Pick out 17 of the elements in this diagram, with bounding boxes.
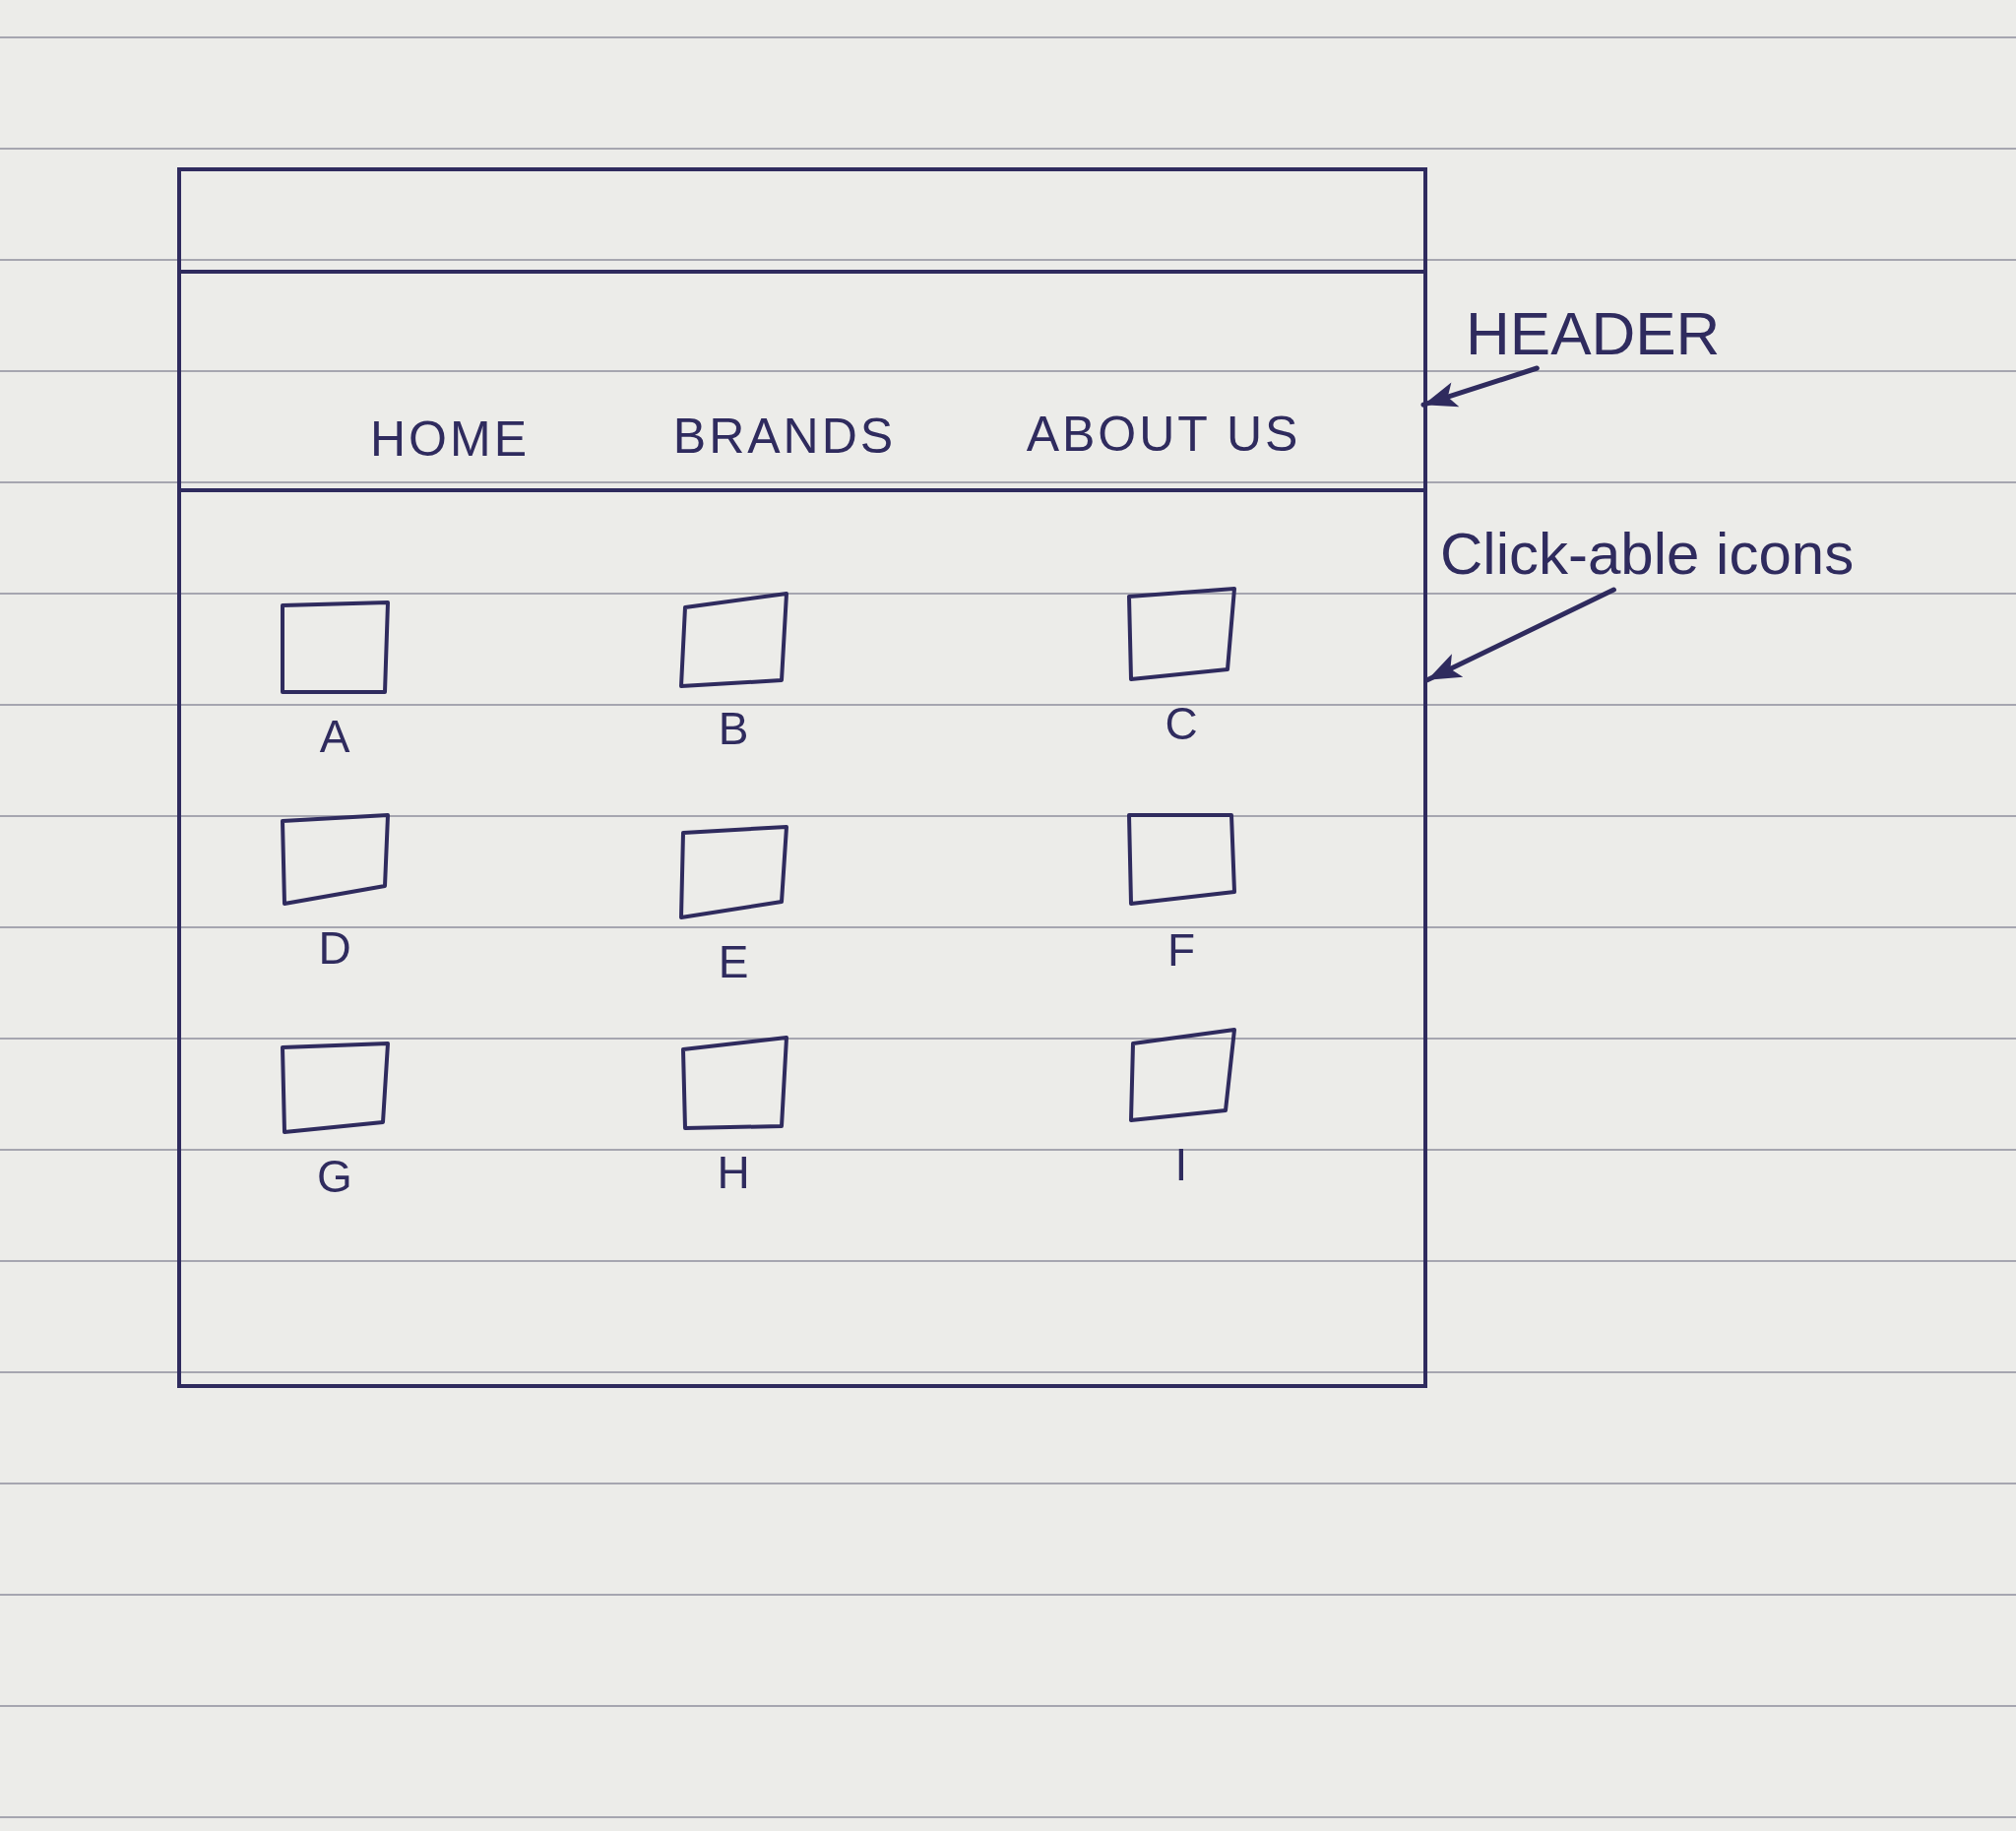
nav-link: HOME (370, 414, 530, 464)
arrow (1420, 365, 1540, 408)
nav-link: ABOUT US (1026, 410, 1301, 459)
icon-label: B (718, 706, 749, 751)
icon-label: H (717, 1150, 750, 1195)
nav-link: BRANDS (672, 411, 897, 461)
arrow (1424, 587, 1616, 683)
annotation-text: Click-able icons (1440, 525, 1855, 584)
annotation-text: HEADER (1466, 303, 1721, 364)
icon-label: C (1165, 701, 1198, 746)
icon-label: G (317, 1154, 352, 1199)
icon-label: E (718, 939, 749, 984)
icon-label: I (1174, 1142, 1188, 1187)
icon-label: F (1166, 927, 1196, 973)
icon-label: D (318, 925, 351, 971)
icon-label: A (319, 714, 350, 759)
page-frame (177, 167, 1427, 1388)
